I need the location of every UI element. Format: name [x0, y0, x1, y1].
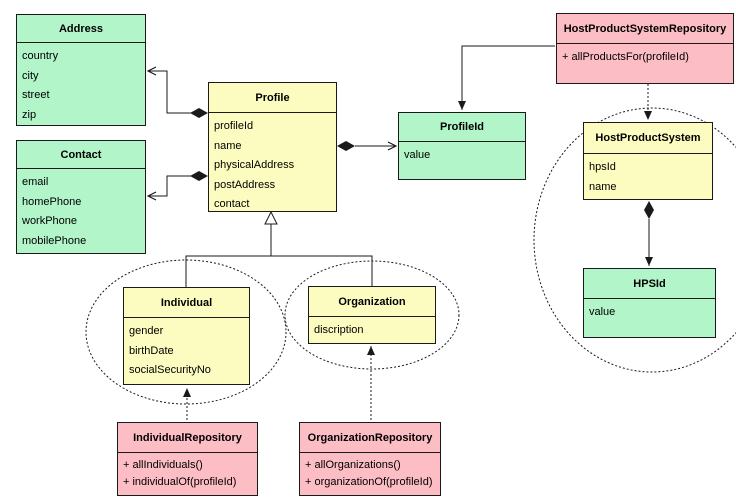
class-address: Address country city street zip	[16, 14, 146, 126]
method-list: + allIndividuals() + individualOf(profil…	[118, 453, 257, 491]
class-individual-repository: IndividualRepository + allIndividuals() …	[117, 422, 258, 496]
attribute-list: profileId name physicalAddress postAddre…	[209, 113, 336, 215]
attribute: profileId	[214, 120, 254, 132]
class-name: ProfileId	[399, 113, 525, 142]
attribute: country	[22, 50, 59, 62]
method: + allProductsFor(profileId)	[562, 51, 689, 63]
attribute-list: country city street zip	[17, 43, 145, 125]
composition-diamond	[190, 108, 208, 118]
composition-diamond	[337, 141, 355, 151]
repository-profileid-association	[458, 45, 555, 110]
class-host-product-system-repository: HostProductSystemRepository + allProduct…	[556, 13, 734, 84]
attribute: physicalAddress	[214, 159, 295, 171]
class-name: IndividualRepository	[118, 423, 257, 453]
attribute: value	[404, 149, 431, 161]
attribute-list: discription	[309, 317, 435, 341]
class-name: HostProductSystem	[584, 123, 712, 154]
attribute: discription	[314, 324, 364, 336]
class-profile: Profile profileId name physicalAddress p…	[208, 82, 337, 212]
attribute: name	[214, 139, 242, 152]
method-list: + allProductsFor(profileId)	[557, 44, 733, 68]
attribute-list: value	[584, 299, 715, 323]
attribute: city	[22, 69, 39, 82]
class-hps-id: HPSId value	[583, 268, 716, 338]
attribute: postAddress	[214, 178, 276, 191]
profile-contact-composition	[148, 175, 191, 196]
class-organization: Organization discription	[308, 286, 436, 344]
attribute-list: hpsId name	[584, 154, 712, 197]
attribute: value	[589, 306, 616, 318]
class-organization-repository: OrganizationRepository + allOrganization…	[299, 422, 441, 496]
method: + organizationOf(profileId)	[305, 476, 433, 488]
method: + allOrganizations()	[305, 459, 401, 471]
generalization-lines	[185, 224, 373, 287]
generalization-triangle	[264, 210, 278, 225]
class-host-product-system: HostProductSystem hpsId name	[583, 122, 713, 200]
attribute-list: email homePhone workPhone mobilePhone	[17, 169, 145, 251]
class-profile-id: ProfileId value	[398, 112, 526, 180]
composition-diamond	[190, 171, 208, 181]
individual-aggregate-boundary	[85, 259, 287, 405]
class-name: HostProductSystemRepository	[557, 14, 733, 44]
profile-address-composition	[148, 71, 191, 114]
attribute: workPhone	[22, 215, 78, 227]
method: + individualOf(profileId)	[123, 476, 237, 488]
class-name: Organization	[309, 287, 435, 317]
class-name: Individual	[124, 288, 249, 318]
class-name: Profile	[209, 83, 336, 113]
attribute: socialSecurityNo	[129, 364, 211, 376]
attribute: hpsId	[589, 161, 616, 173]
method: + allIndividuals()	[123, 459, 203, 471]
class-individual: Individual gender birthDate socialSecuri…	[123, 287, 250, 385]
attribute: street	[22, 89, 50, 101]
attribute: name	[589, 180, 617, 193]
class-name: OrganizationRepository	[300, 423, 440, 453]
attribute: mobilePhone	[22, 234, 87, 247]
class-name: Address	[17, 15, 145, 43]
attribute: birthDate	[129, 344, 174, 357]
class-contact: Contact email homePhone workPhone mobile…	[16, 140, 146, 254]
class-name: Contact	[17, 141, 145, 169]
attribute: homePhone	[22, 195, 82, 208]
method-list: + allOrganizations() + organizationOf(pr…	[300, 453, 440, 491]
attribute: contact	[214, 198, 250, 210]
attribute: gender	[129, 325, 164, 337]
attribute-list: value	[399, 142, 525, 166]
attribute: zip	[22, 108, 37, 121]
composition-diamond	[644, 201, 654, 219]
attribute-list: gender birthDate socialSecurityNo	[124, 318, 249, 381]
attribute: email	[22, 176, 49, 188]
host-product-system-aggregate-boundary	[533, 107, 736, 373]
class-name: HPSId	[584, 269, 715, 299]
